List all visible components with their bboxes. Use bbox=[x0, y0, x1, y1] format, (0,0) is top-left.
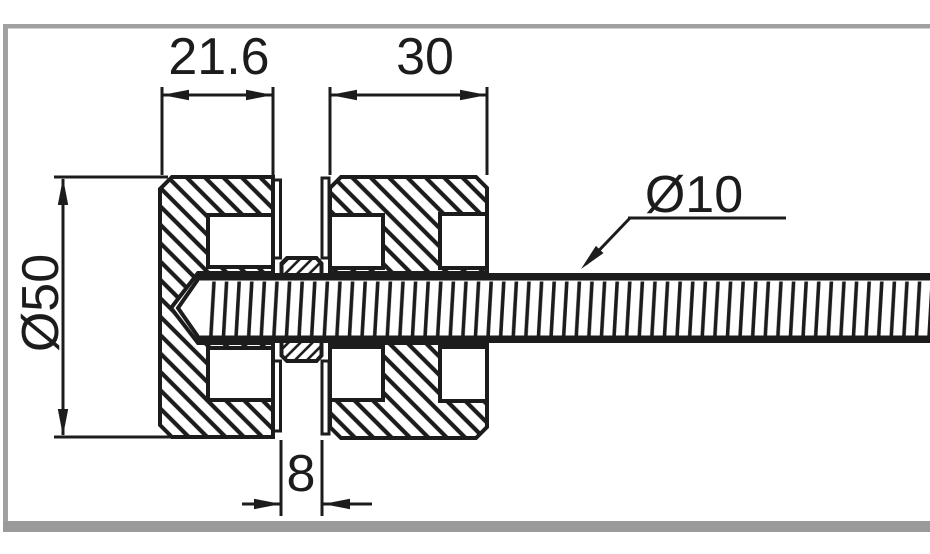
gasket-strips bbox=[272, 176, 331, 436]
gasket-strip bbox=[320, 359, 331, 436]
arrowhead bbox=[460, 89, 487, 101]
arrowhead bbox=[246, 89, 273, 101]
dimension-o50 bbox=[54, 175, 172, 439]
dimension-label-30: 30 bbox=[396, 28, 454, 86]
dimension-21-6 bbox=[160, 87, 275, 175]
arrowhead bbox=[581, 245, 604, 269]
dimension-8 bbox=[242, 440, 372, 516]
dimension-label-o10: Ø10 bbox=[645, 166, 743, 224]
arrowhead bbox=[162, 89, 189, 101]
frame-left-edge bbox=[3, 24, 8, 532]
arrowhead bbox=[254, 498, 281, 510]
leader-o10 bbox=[581, 216, 786, 269]
dimension-label-8: 8 bbox=[287, 445, 316, 503]
frame-bottom-edge bbox=[3, 521, 930, 532]
gasket-strip bbox=[272, 178, 282, 260]
arrowhead bbox=[323, 498, 350, 510]
frame-top-edge bbox=[3, 24, 930, 29]
arrowhead bbox=[330, 89, 357, 101]
arrowhead bbox=[57, 178, 69, 205]
arrowhead bbox=[57, 409, 69, 436]
threaded-rod bbox=[175, 273, 930, 343]
thread-hatching bbox=[205, 281, 930, 336]
gasket-strip bbox=[272, 359, 282, 433]
dimension-30 bbox=[328, 87, 489, 175]
gasket-strip bbox=[320, 176, 331, 260]
dimension-label-21-6: 21.6 bbox=[168, 28, 269, 86]
frame-border bbox=[3, 24, 930, 532]
dimension-label-o50: Ø50 bbox=[12, 254, 70, 352]
